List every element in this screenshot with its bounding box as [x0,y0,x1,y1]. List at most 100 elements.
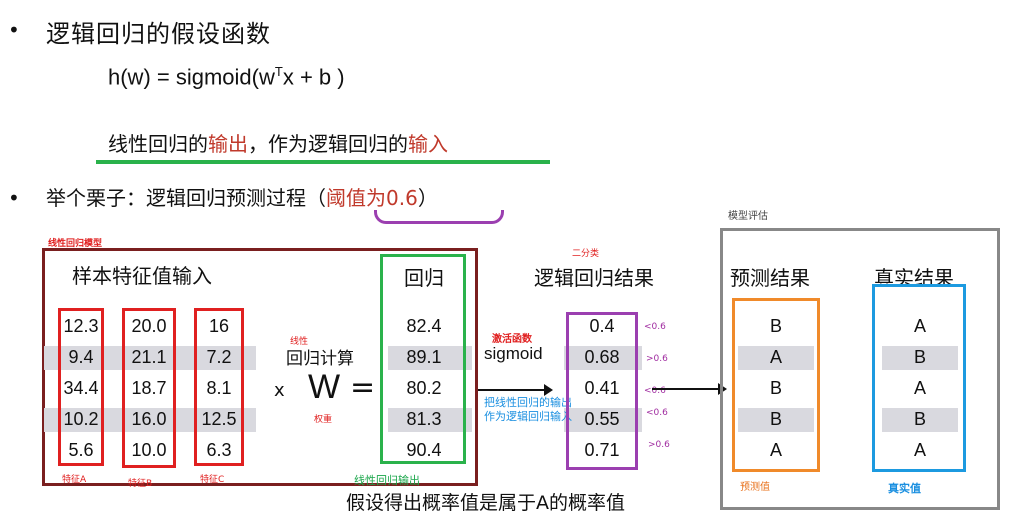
example-close: ） [417,186,438,210]
threshold-compare: <0.6 [644,322,666,332]
row-stripe [564,408,642,432]
footer-note: 假设得出概率值是属于A的概率值 [346,492,625,514]
feature-c-box [194,308,244,466]
feature-c-value: 12.5 [201,409,237,429]
row-stripe [388,346,472,370]
regression-value: 80.2 [406,378,442,398]
ground-truth-box [872,284,966,472]
feature-c-value: 16 [208,316,230,336]
logistic-value: 0.55 [584,409,620,429]
linear-model-box [42,248,478,486]
ground-truth-value: A [913,440,926,460]
logistic-value: 0.71 [584,440,620,460]
ground-truth-label: 真实值 [888,482,921,495]
regression-value: 82.4 [406,316,442,336]
regression-value: 89.1 [406,347,442,367]
ground-truth-value: A [913,316,926,336]
heading-example: 举个栗子：逻辑回归预测过程（阈值为0.6） [46,182,438,211]
formula-superscript: T [274,64,283,79]
threshold-compare: <0.6 [644,386,666,396]
regression-value: 90.4 [406,440,442,460]
prediction-value: B [769,378,782,398]
hypothesis-formula: h(w) = sigmoid(wTx + b ) [108,64,345,90]
prediction-value: A [769,347,782,367]
note-highlight-output: 输出 [208,132,248,156]
regression-title: 回归 [404,266,444,290]
formula-suffix: x + b ) [282,64,345,90]
weight-symbol: W [308,368,341,406]
ground-truth-value: A [913,378,926,398]
linear-to-logistic-note: 线性回归的输出，作为逻辑回归的输入 [108,128,448,157]
prediction-value: B [769,409,782,429]
formula-prefix: h(w) = sigmoid(w [108,64,275,90]
threshold-compare: >0.6 [648,440,670,450]
feature-a-value: 5.6 [68,440,94,460]
logistic-result-title: 逻辑回归结果 [534,266,654,290]
feature-b-value: 16.0 [131,409,167,429]
row-stripe [882,346,958,370]
feature-a-value: 34.4 [63,378,99,398]
feature-b-value: 18.7 [131,378,167,398]
regression-output-box [380,254,466,464]
model-evaluation-label: 模型评估 [728,211,768,222]
logistic-value: 0.41 [584,378,620,398]
heading-hypothesis: 逻辑回归的假设函数 [46,20,271,48]
activation-note-2: 作为逻辑回归输入 [484,410,572,423]
prediction-box [732,298,820,472]
feature-b-value: 10.0 [131,440,167,460]
row-stripe [44,346,256,370]
feature-b-box [122,308,176,468]
arrow-line-2 [652,388,718,390]
prediction-value: A [769,440,782,460]
row-stripe [564,346,642,370]
feature-a-value: 10.2 [63,409,99,429]
note-underline [96,160,550,164]
feature-a-label: 特征A [62,475,87,485]
bullet-1: • [8,18,20,42]
calc-label: 回归计算 [286,349,354,369]
binary-classification-label: 二分类 [572,249,600,259]
activation-note-1: 把线性回归的输出 [484,396,572,409]
ground-truth-value: B [913,347,926,367]
model-evaluation-box [720,228,1000,510]
bullet-2: • [8,186,20,210]
logistic-value: 0.68 [584,347,620,367]
feature-c-value: 6.3 [206,440,232,460]
example-text: 举个栗子：逻辑回归预测过程（ [46,186,326,210]
threshold-compare: <0.6 [646,408,668,418]
feature-b-value: 21.1 [131,347,167,367]
feature-c-value: 7.2 [206,347,232,367]
logistic-result-box [566,312,638,470]
activation-name: sigmoid [484,344,543,363]
threshold-compare: >0.6 [646,354,668,364]
feature-c-label: 特征C [200,475,225,485]
times-sign: x [274,380,285,401]
arrow-line-1 [478,389,544,391]
row-stripe [882,408,958,432]
row-stripe [738,346,814,370]
feature-a-value: 9.4 [68,347,94,367]
weight-label: 权重 [314,415,333,425]
linear-model-label: 线性回归模型 [48,239,103,249]
regression-output-label: 线性回归输出 [354,474,420,487]
prediction-title: 预测结果 [730,266,810,290]
prediction-label: 预测值 [740,482,770,493]
row-stripe [44,408,256,432]
activation-label: 激活函数 [492,334,532,345]
row-stripe [388,408,472,432]
regression-value: 81.3 [406,409,442,429]
feature-a-box [58,308,104,466]
feature-c-value: 8.1 [206,378,232,398]
note-highlight-input: 输入 [408,132,448,156]
arrow-head-1 [544,384,553,396]
calc-small-label: 线性 [290,337,309,347]
feature-b-label: 特征B [128,479,153,489]
note-part2: ，作为逻辑回归的 [248,132,408,156]
ground-truth-value: B [913,409,926,429]
threshold-underline [374,210,504,224]
row-stripe [738,408,814,432]
feature-input-title: 样本特征值输入 [72,264,212,288]
threshold-text: 阈值为0.6 [326,186,418,210]
feature-a-value: 12.3 [63,316,99,336]
equals-sign: = [350,370,376,405]
